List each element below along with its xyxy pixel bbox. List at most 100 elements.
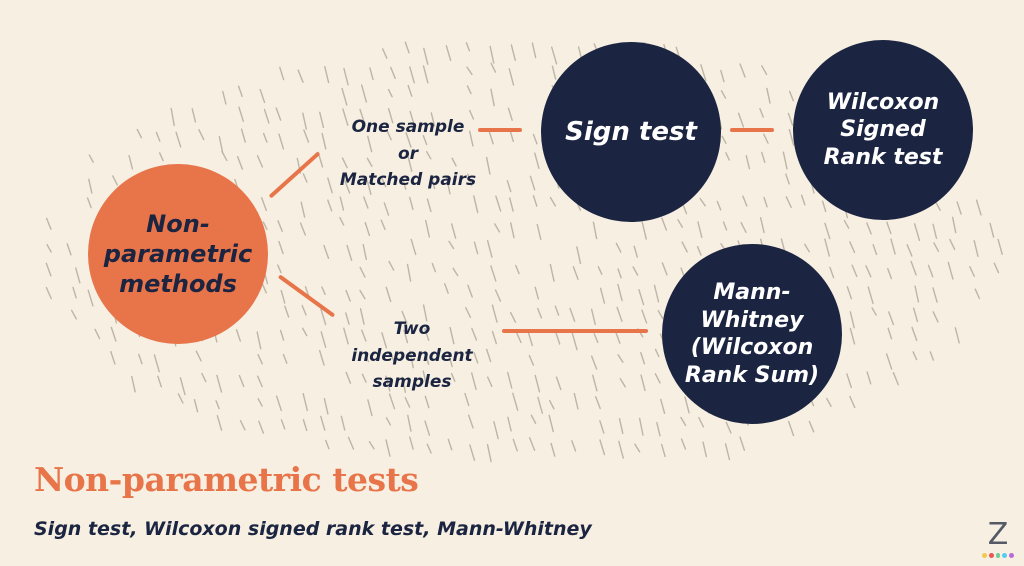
dash-mark: [491, 330, 498, 345]
dash-mark: [739, 63, 746, 78]
dash-mark: [345, 289, 351, 302]
dash-mark: [319, 111, 325, 129]
dash-mark: [280, 289, 286, 304]
dash-mark: [282, 353, 288, 364]
dash-mark: [725, 152, 730, 161]
connector-one-sample-to-sign-test: [478, 128, 522, 132]
dash-mark: [549, 263, 555, 282]
dash-mark: [321, 132, 327, 150]
dash-mark: [871, 307, 877, 316]
dash-mark: [766, 87, 771, 104]
dash-mark: [632, 266, 639, 276]
dash-mark: [261, 282, 267, 294]
dash-mark: [849, 311, 855, 329]
dash-mark: [193, 398, 199, 413]
dash-mark: [240, 128, 246, 143]
dash-mark: [422, 370, 428, 387]
dash-mark: [469, 130, 474, 147]
dash-mark: [808, 420, 815, 433]
dash-mark: [401, 376, 407, 393]
dash-mark: [653, 284, 660, 303]
dash-mark: [785, 196, 792, 209]
dash-mark: [131, 375, 136, 393]
dash-mark: [555, 331, 561, 345]
dash-mark: [359, 289, 366, 300]
dash-mark: [486, 443, 492, 463]
dash-mark: [70, 309, 78, 320]
dash-mark: [866, 222, 872, 235]
dash-mark: [617, 354, 624, 363]
dash-mark: [344, 179, 351, 194]
sign-test-node: Sign test: [541, 42, 721, 222]
dash-mark: [381, 177, 387, 188]
dash-mark: [866, 371, 872, 385]
dash-mark: [826, 397, 832, 407]
dash-mark: [616, 306, 623, 323]
dash-mark: [401, 177, 407, 190]
dash-mark: [532, 133, 538, 145]
dash-mark: [640, 374, 646, 392]
dash-mark: [720, 90, 727, 99]
dash-mark: [932, 223, 938, 240]
dash-mark: [302, 393, 309, 412]
dash-mark: [262, 221, 268, 230]
dash-mark: [321, 286, 326, 295]
dash-mark: [698, 416, 705, 428]
dash-mark: [660, 398, 666, 415]
dash-mark: [323, 244, 330, 259]
dash-mark: [387, 107, 394, 124]
dash-mark: [363, 352, 370, 363]
dash-mark: [469, 444, 476, 462]
dash-mark: [473, 195, 479, 214]
dash-mark: [467, 173, 473, 187]
dash-mark: [388, 260, 395, 271]
dash-mark: [680, 438, 687, 450]
dash-mark: [278, 133, 285, 150]
dash-mark: [571, 440, 577, 452]
dash-mark: [493, 223, 501, 233]
dash-mark: [359, 108, 366, 126]
dash-mark: [381, 332, 388, 349]
dash-mark: [302, 419, 308, 432]
dash-mark: [528, 354, 535, 366]
dash-mark: [238, 374, 245, 388]
dash-mark: [997, 238, 1003, 255]
dash-mark: [175, 131, 182, 148]
dash-mark: [45, 286, 52, 300]
dash-mark: [867, 286, 874, 305]
dash-mark: [906, 244, 913, 257]
dash-mark: [452, 267, 459, 277]
dash-mark: [364, 222, 371, 237]
dash-mark: [237, 85, 243, 98]
dash-mark: [507, 371, 513, 389]
dash-mark: [158, 152, 164, 162]
dash-mark: [725, 421, 732, 434]
dash-mark: [198, 129, 205, 141]
dash-mark: [128, 154, 134, 170]
dash-mark: [345, 312, 350, 325]
dash-mark: [236, 156, 244, 170]
dash-mark: [512, 438, 518, 452]
dash-mark: [277, 220, 283, 232]
dash-mark: [911, 326, 918, 342]
dash-mark: [465, 42, 471, 52]
dash-mark: [534, 152, 540, 169]
dash-mark: [390, 66, 396, 80]
dash-mark: [404, 41, 410, 54]
dash-mark: [157, 375, 162, 388]
dash-mark: [638, 288, 645, 306]
dash-mark: [466, 66, 473, 76]
dash-mark: [451, 157, 457, 167]
dash-mark: [590, 308, 596, 326]
dash-mark: [464, 392, 470, 407]
dash-mark: [425, 219, 431, 238]
dash-mark: [640, 352, 646, 365]
dash-mark: [407, 414, 412, 432]
dash-mark: [424, 350, 430, 365]
dash-mark: [177, 393, 184, 404]
dash-mark: [954, 327, 960, 344]
dash-mark: [724, 443, 731, 461]
dash-mark: [887, 267, 893, 280]
dash-mark: [449, 326, 455, 345]
